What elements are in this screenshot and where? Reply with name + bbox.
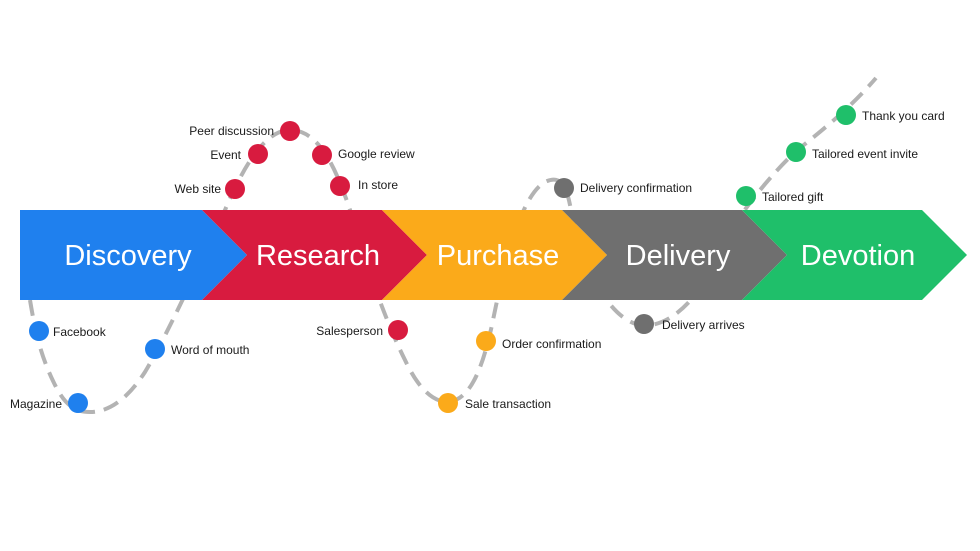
- touchpoint-delivery-confirmation: Delivery confirmation: [554, 178, 692, 198]
- stage-arrow-research: [202, 210, 427, 300]
- touchpoint-tailored-gift: Tailored gift: [736, 186, 824, 206]
- touchpoint-magazine: Magazine: [10, 393, 88, 413]
- touchpoint-label: Salesperson: [316, 324, 383, 338]
- touchpoint-facebook: Facebook: [29, 321, 107, 341]
- touchpoint-label: Sale transaction: [465, 397, 551, 411]
- touchpoint-dot: [634, 314, 654, 334]
- stage-arrow-devotion: [742, 210, 967, 300]
- touchpoint-dot: [29, 321, 49, 341]
- touchpoint-label: Word of mouth: [171, 343, 249, 357]
- touchpoint-dot: [388, 320, 408, 340]
- touchpoint-dot: [312, 145, 332, 165]
- touchpoint-label: Peer discussion: [189, 124, 274, 138]
- touchpoint-label: Delivery confirmation: [580, 181, 692, 195]
- stage-label-research: Research: [256, 240, 380, 272]
- touchpoint-in-store: In store: [330, 176, 398, 196]
- stage-arrow-purchase: [382, 210, 607, 300]
- touchpoint-delivery-arrives: Delivery arrives: [634, 314, 745, 334]
- touchpoint-dot: [280, 121, 300, 141]
- touchpoint-dot: [736, 186, 756, 206]
- touchpoint-label: Facebook: [53, 325, 107, 339]
- stage-arrow-discovery: [20, 210, 247, 300]
- touchpoint-dot: [248, 144, 268, 164]
- touchpoint-label: Thank you card: [862, 109, 945, 123]
- touchpoint-label: Magazine: [10, 397, 62, 411]
- touchpoint-label: In store: [358, 178, 398, 192]
- touchpoint-sale-transaction: Sale transaction: [438, 393, 551, 413]
- touchpoint-dot: [145, 339, 165, 359]
- stage-arrow-delivery: [562, 210, 787, 300]
- touchpoint-order-confirmation: Order confirmation: [476, 331, 601, 351]
- touchpoint-dot: [68, 393, 88, 413]
- touchpoint-word-of-mouth: Word of mouth: [145, 339, 249, 359]
- touchpoint-label: Web site: [175, 182, 222, 196]
- touchpoint-dot: [786, 142, 806, 162]
- touchpoint-label: Tailored gift: [762, 190, 824, 204]
- touchpoint-event: Event: [210, 144, 268, 164]
- touchpoint-dot: [836, 105, 856, 125]
- stage-label-devotion: Devotion: [801, 240, 915, 272]
- touchpoint-thank-you-card: Thank you card: [836, 105, 945, 125]
- touchpoint-dot: [476, 331, 496, 351]
- touchpoint-dot: [554, 178, 574, 198]
- touchpoint-peer-discussion: Peer discussion: [189, 121, 300, 141]
- stage-label-discovery: Discovery: [64, 240, 192, 272]
- touchpoint-label: Google review: [338, 147, 415, 161]
- touchpoint-dot: [330, 176, 350, 196]
- touchpoint-label: Tailored event invite: [812, 147, 918, 161]
- touchpoint-label: Order confirmation: [502, 337, 601, 351]
- touchpoint-web-site: Web site: [175, 179, 245, 199]
- stage-label-purchase: Purchase: [437, 240, 560, 272]
- touchpoint-dot: [225, 179, 245, 199]
- touchpoint-tailored-event-invite: Tailored event invite: [786, 142, 918, 162]
- touchpoint-google-review: Google review: [312, 145, 415, 165]
- stage-label-delivery: Delivery: [626, 240, 731, 272]
- touchpoint-label: Delivery arrives: [662, 318, 745, 332]
- touchpoint-dot: [438, 393, 458, 413]
- touchpoint-salesperson: Salesperson: [316, 320, 408, 340]
- touchpoint-label: Event: [210, 148, 241, 162]
